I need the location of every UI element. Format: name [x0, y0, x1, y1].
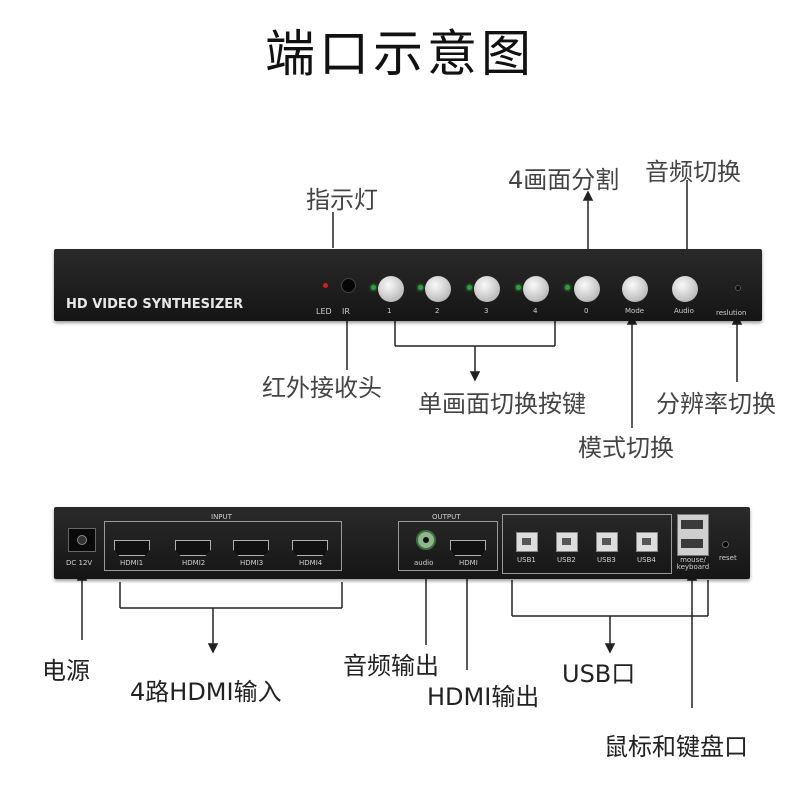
usb-1-label: USB1: [517, 556, 536, 564]
led-2: [418, 285, 423, 290]
audio-label: Audio: [674, 307, 694, 315]
page-title: 端口示意图: [265, 25, 535, 83]
resolution-label: reslution: [716, 309, 747, 317]
power-led: [323, 283, 328, 288]
hdmi-in-1-port: [114, 540, 150, 556]
button-1[interactable]: [378, 276, 404, 302]
button-4[interactable]: [523, 276, 549, 302]
mode-button[interactable]: [622, 276, 648, 302]
brand-label: HD VIDEO SYNTHESIZER: [66, 297, 244, 312]
hdmi-out-label: HDMI: [459, 559, 478, 567]
ir-label: IR: [342, 307, 350, 316]
ir-receiver: [341, 278, 356, 293]
hdmi-in-4-port: [292, 540, 328, 556]
output-group: [398, 521, 498, 571]
usb-3-label: USB3: [597, 556, 616, 564]
button-4-label: 4: [533, 307, 538, 315]
hdmi-in-3-port: [233, 540, 269, 556]
audio-out-jack: [416, 530, 436, 550]
usb-2-label: USB2: [557, 556, 576, 564]
callout-audio-switch: 音频切换: [645, 158, 741, 186]
usb-2-port: [556, 532, 578, 552]
audio-button[interactable]: [672, 276, 698, 302]
usb-1-port: [516, 532, 538, 552]
mouse-keyboard-ports: [677, 514, 709, 556]
audio-out-label: audio: [414, 559, 434, 567]
hdmi-in-3-label: HDMI3: [240, 559, 264, 567]
led-4: [516, 285, 521, 290]
callout-mode-switch: 模式切换: [578, 434, 674, 462]
callout-usb: USB口: [562, 660, 636, 688]
callout-hdmi-in: 4路HDMI输入: [130, 678, 282, 706]
reset-label: reset: [719, 554, 737, 562]
callout-split4: 4画面分割: [508, 166, 620, 194]
button-2[interactable]: [425, 276, 451, 302]
input-group: [104, 521, 342, 571]
dc-label: DC 12V: [66, 559, 93, 567]
callout-resolution-switch: 分辨率切换: [656, 390, 776, 418]
led-label: LED: [316, 307, 332, 316]
resolution-pinhole[interactable]: [735, 285, 741, 291]
callout-ir-receiver: 红外接收头: [262, 374, 382, 402]
usb-4-port: [636, 532, 658, 552]
led-3: [467, 285, 472, 290]
hdmi-in-2-label: HDMI2: [182, 559, 206, 567]
button-3[interactable]: [474, 276, 500, 302]
mode-label: Mode: [625, 307, 645, 315]
hdmi-in-2-port: [175, 540, 211, 556]
output-label: OUTPUT: [432, 513, 461, 521]
usb-4-label: USB4: [637, 556, 656, 564]
button-1-label: 1: [387, 307, 392, 315]
callout-indicator: 指示灯: [306, 186, 378, 214]
hdmi-in-1-label: HDMI1: [120, 559, 144, 567]
callout-power: 电源: [42, 657, 90, 685]
back-panel: [54, 507, 750, 579]
callout-mouse-kb: 鼠标和键盘口: [604, 733, 748, 761]
button-2-label: 2: [435, 307, 440, 315]
hdmi-out-port: [450, 540, 486, 556]
led-1: [371, 285, 376, 290]
mouse-keyboard-label: mouse/ keyboard: [676, 556, 710, 571]
dc-jack: [68, 528, 96, 552]
usb-3-port: [596, 532, 618, 552]
input-label: INPUT: [211, 513, 232, 521]
reset-pinhole[interactable]: [722, 541, 729, 548]
led-0: [565, 285, 570, 290]
callout-single-switch: 单画面切换按键: [418, 390, 586, 418]
hdmi-in-4-label: HDMI4: [299, 559, 323, 567]
usb-group: [502, 514, 672, 574]
button-3-label: 3: [484, 307, 489, 315]
callout-hdmi-out: HDMI输出: [427, 683, 540, 711]
button-0[interactable]: [574, 276, 600, 302]
callout-audio-out: 音频输出: [343, 652, 439, 680]
button-0-label: 0: [584, 307, 589, 315]
